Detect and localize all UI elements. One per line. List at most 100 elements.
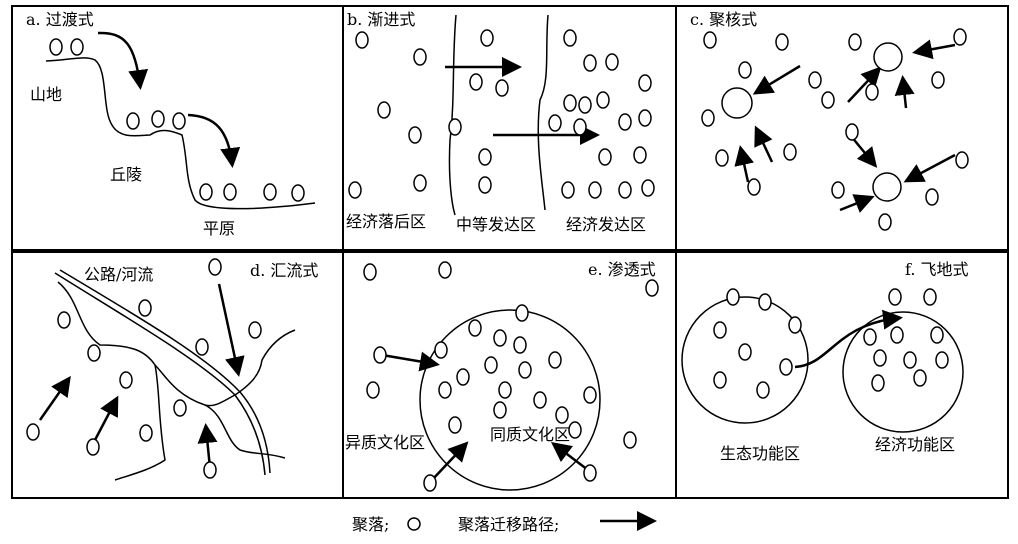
settlement-icon — [413, 48, 427, 66]
terrain-profile — [45, 57, 316, 210]
homogeneous-culture-zone — [419, 309, 601, 491]
settlement-icon — [888, 288, 902, 306]
settlement-icon — [573, 118, 587, 136]
settlement-icon — [87, 344, 101, 362]
settlement-icon — [568, 421, 582, 439]
tributary — [204, 404, 286, 459]
settlement-icon — [563, 29, 577, 47]
settlement-icon — [263, 183, 277, 201]
panel-f-title: f. 飞地式 — [905, 260, 969, 279]
settlement-icon — [738, 343, 752, 361]
settlement-icon — [930, 326, 944, 344]
migration-arrow — [97, 31, 149, 90]
settlement-icon — [645, 279, 659, 297]
label-road-river: 公路/河流 — [84, 265, 153, 284]
settlement-icon — [434, 341, 448, 359]
settlement-icon — [515, 304, 529, 322]
settlement-icon — [955, 151, 969, 169]
migration-arrow — [894, 75, 915, 109]
label-intermediate: 中等发达区 — [456, 215, 536, 234]
settlement-icon — [377, 101, 391, 119]
settlement-icon — [845, 123, 859, 141]
settlement-icon — [480, 29, 494, 47]
migration-arrow — [903, 153, 956, 183]
panel-d-frame — [11, 251, 344, 499]
settlement-icon — [703, 31, 717, 49]
label-economic-zone: 经济功能区 — [875, 435, 955, 454]
settlement-icon — [355, 31, 369, 49]
settlement-icon — [408, 126, 422, 144]
migration-arrow — [551, 441, 589, 471]
settlement-icon — [618, 113, 632, 131]
zone-boundary — [448, 14, 457, 216]
settlement-icon — [366, 381, 380, 399]
tributary — [114, 364, 166, 481]
settlement-icon — [779, 358, 793, 376]
settlement-icon — [513, 336, 527, 354]
panel-e-frame — [342, 251, 677, 499]
settlement-icon — [373, 346, 387, 364]
settlement-icon — [638, 109, 652, 127]
settlement-icon — [923, 288, 937, 306]
core-settlement-icon — [721, 87, 753, 119]
settlement-icon — [598, 148, 612, 166]
settlement-icon — [953, 28, 967, 46]
settlement-icon — [363, 263, 377, 281]
settlement-icon — [588, 181, 602, 199]
core-settlement-icon — [873, 42, 903, 72]
settlement-icon — [638, 74, 652, 92]
settlement-icon — [456, 368, 470, 386]
settlement-icon — [139, 424, 153, 442]
settlement-icon — [548, 114, 562, 132]
settlement-icon — [890, 326, 904, 344]
settlement-icon — [726, 288, 740, 306]
settlement-icon — [495, 79, 509, 97]
migration-arrow — [187, 113, 241, 168]
settlement-icon — [151, 110, 165, 128]
migration-arrow — [431, 441, 469, 481]
label-hills: 丘陵 — [110, 165, 142, 184]
migration-arrow — [839, 194, 875, 213]
settlement-icon — [903, 351, 917, 369]
panel-b-title: b. 渐进式 — [347, 10, 415, 29]
economic-function-zone — [842, 311, 964, 433]
settlement-icon — [173, 399, 187, 417]
settlement-icon — [783, 143, 797, 161]
migration-arrow — [912, 39, 956, 60]
legend-settlement-label: 聚落; — [352, 515, 389, 534]
settlement-icon — [223, 183, 237, 201]
settlement-icon — [747, 178, 761, 196]
legend-migration-label: 聚落迁移路径; — [458, 515, 559, 534]
label-underdeveloped: 经济落后区 — [346, 212, 426, 231]
settlement-icon — [498, 381, 512, 399]
settlement-icon — [738, 61, 752, 79]
settlement-icon — [873, 349, 887, 367]
migration-arrow — [794, 309, 903, 369]
panel-e-title: e. 渗透式 — [588, 260, 656, 279]
settlement-icon — [49, 38, 63, 56]
settlement-icon — [438, 261, 452, 279]
migration-arrow — [752, 64, 801, 95]
settlement-icon — [291, 184, 305, 202]
settlement-icon — [931, 71, 945, 89]
migration-arrow — [93, 395, 119, 441]
settlement-icon — [423, 474, 437, 492]
settlement-icon — [208, 258, 222, 276]
settlement-icon — [578, 96, 592, 114]
settlement-icon — [533, 391, 547, 409]
settlement-icon — [935, 351, 949, 369]
settlement-icon — [172, 112, 186, 130]
settlement-icon — [126, 112, 140, 130]
settlement-icon — [618, 181, 632, 199]
label-plain: 平原 — [203, 219, 235, 238]
migration-arrow — [38, 375, 71, 421]
settlement-icon — [493, 401, 507, 419]
settlement-icon — [758, 293, 772, 311]
settlement-icon — [863, 328, 877, 346]
settlement-icon — [701, 109, 715, 127]
label-developed: 经济发达区 — [566, 215, 646, 234]
settlement-icon — [563, 94, 577, 112]
panel-f-frame — [675, 251, 1009, 499]
settlement-icon — [413, 174, 427, 192]
settlement-icon — [478, 176, 492, 194]
